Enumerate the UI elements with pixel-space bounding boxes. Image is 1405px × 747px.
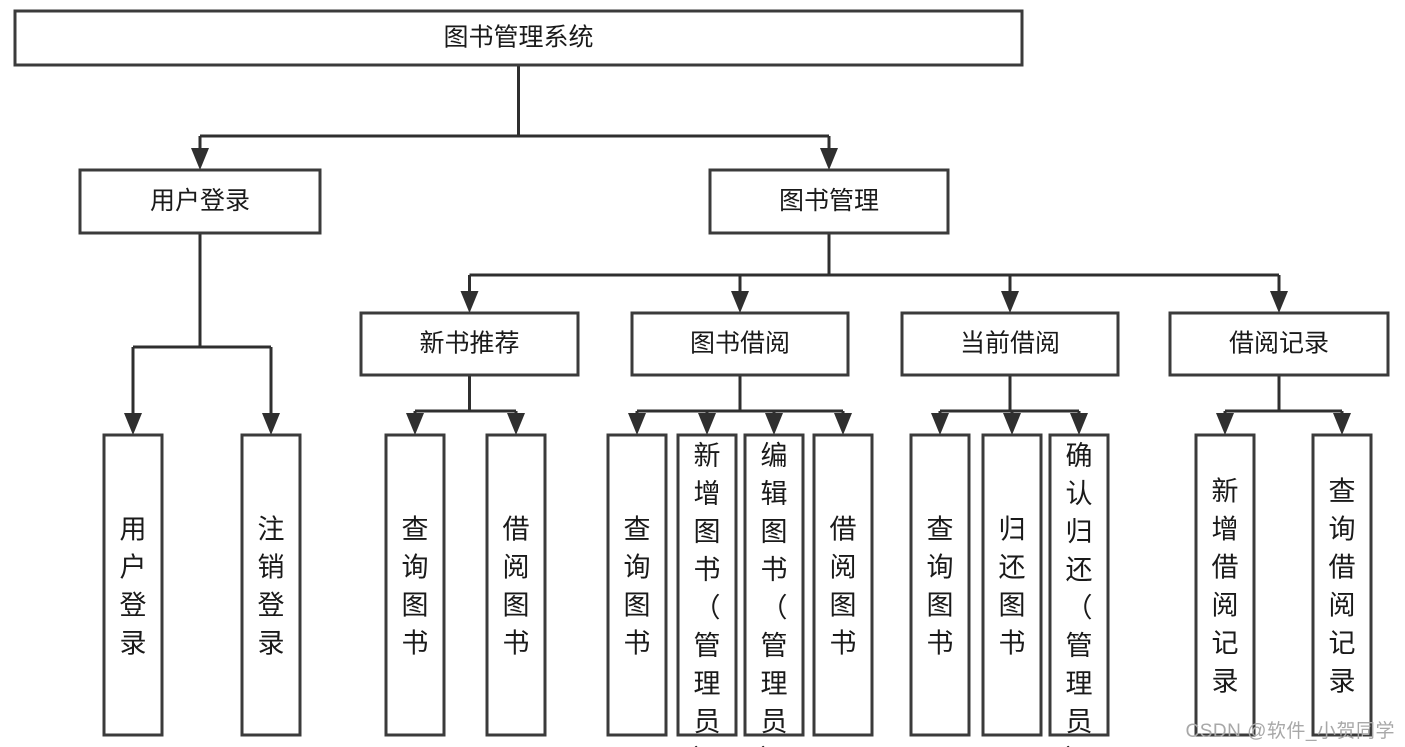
arrow-head-icon (1333, 413, 1351, 435)
node-label-leaf-add-borrow-record: 新增借阅记录 (1212, 477, 1239, 697)
arrow-head-icon (1070, 413, 1088, 435)
node-label-leaf-add-book-admin: 新增图书（管理员） (694, 441, 721, 747)
node-new-book-recommend[interactable]: 新书推荐 (359, 311, 580, 377)
node-label-leaf-edit-book-admin: 编辑图书（管理员） (761, 441, 788, 747)
node-label-current-borrow: 当前借阅 (960, 330, 1060, 358)
arrow-head-icon (262, 413, 280, 435)
node-box-user-login (78, 168, 322, 235)
node-box-new-book-recommend (359, 311, 580, 377)
node-box-leaf-add-borrow-record (1194, 433, 1256, 737)
node-leaf-query-book-3[interactable]: 查询图书 (909, 433, 971, 737)
node-box-current-borrow (900, 311, 1120, 377)
node-root[interactable]: 图书管理系统 (13, 9, 1024, 67)
node-label-leaf-logout-login: 注销登录 (258, 515, 285, 659)
arrow-head-icon (1001, 291, 1019, 313)
node-label-user-login: 用户登录 (150, 187, 250, 215)
node-box-borrow-record (1168, 311, 1390, 377)
node-box-leaf-logout-login (240, 433, 302, 737)
node-book-borrow[interactable]: 图书借阅 (630, 311, 850, 377)
node-box-leaf-confirm-return-admin (1048, 433, 1110, 737)
node-label-root: 图书管理系统 (443, 24, 593, 52)
arrow-head-icon (931, 413, 949, 435)
node-leaf-user-login[interactable]: 用户登录 (102, 433, 164, 737)
node-label-leaf-return-book: 归还图书 (999, 515, 1026, 659)
arrow-head-icon (731, 291, 749, 313)
arrow-head-icon (834, 413, 852, 435)
node-leaf-query-borrow-record[interactable]: 查询借阅记录 (1311, 433, 1373, 737)
node-box-leaf-query-borrow-record (1311, 433, 1373, 737)
arrow-head-icon (507, 413, 525, 435)
arrow-head-icon (1003, 413, 1021, 435)
arrow-head-icon (406, 413, 424, 435)
node-user-login[interactable]: 用户登录 (78, 168, 322, 235)
node-layer: 图书管理系统用户登录图书管理新书推荐图书借阅当前借阅借阅记录用户登录注销登录查询… (13, 9, 1390, 747)
node-label-book-manage: 图书管理 (779, 187, 879, 215)
connector-layer (124, 65, 1351, 435)
node-leaf-borrow-book-1[interactable]: 借阅图书 (485, 433, 547, 737)
node-label-leaf-query-borrow-record: 查询借阅记录 (1329, 477, 1356, 697)
node-box-leaf-edit-book-admin (743, 433, 805, 737)
node-label-leaf-query-book-3: 查询图书 (927, 515, 954, 659)
node-label-leaf-borrow-book-1: 借阅图书 (503, 515, 530, 659)
arrow-head-icon (765, 413, 783, 435)
node-label-borrow-record: 借阅记录 (1229, 330, 1329, 358)
node-box-leaf-query-book-3 (909, 433, 971, 737)
node-label-book-borrow: 图书借阅 (690, 330, 790, 358)
arrow-head-icon (124, 413, 142, 435)
node-box-leaf-borrow-book-2 (812, 433, 874, 737)
node-label-leaf-borrow-book-2: 借阅图书 (830, 515, 857, 659)
node-box-book-manage (708, 168, 950, 235)
node-leaf-query-book-1[interactable]: 查询图书 (384, 433, 446, 737)
arrow-head-icon (820, 148, 838, 170)
node-leaf-edit-book-admin[interactable]: 编辑图书（管理员） (743, 433, 805, 747)
node-leaf-query-book-2[interactable]: 查询图书 (606, 433, 668, 737)
node-leaf-add-book-admin[interactable]: 新增图书（管理员） (676, 433, 738, 747)
node-leaf-add-borrow-record[interactable]: 新增借阅记录 (1194, 433, 1256, 737)
node-label-leaf-user-login: 用户登录 (120, 515, 147, 659)
node-leaf-confirm-return-admin[interactable]: 确认归还（管理员） (1048, 433, 1110, 747)
node-box-leaf-user-login (102, 433, 164, 737)
arrow-head-icon (628, 413, 646, 435)
node-label-leaf-confirm-return-admin: 确认归还（管理员） (1066, 441, 1093, 747)
node-box-root (13, 9, 1024, 67)
node-borrow-record[interactable]: 借阅记录 (1168, 311, 1390, 377)
csdn-watermark: CSDN @软件_小贺同学 (1185, 721, 1395, 742)
node-leaf-return-book[interactable]: 归还图书 (981, 433, 1043, 737)
arrow-head-icon (191, 148, 209, 170)
node-label-leaf-query-book-1: 查询图书 (402, 515, 429, 659)
node-label-leaf-query-book-2: 查询图书 (624, 515, 651, 659)
arrow-head-icon (1216, 413, 1234, 435)
node-box-leaf-query-book-2 (606, 433, 668, 737)
node-label-new-book-recommend: 新书推荐 (419, 330, 519, 358)
node-box-leaf-query-book-1 (384, 433, 446, 737)
node-box-leaf-return-book (981, 433, 1043, 737)
node-box-book-borrow (630, 311, 850, 377)
node-current-borrow[interactable]: 当前借阅 (900, 311, 1120, 377)
arrow-head-icon (1270, 291, 1288, 313)
node-leaf-logout-login[interactable]: 注销登录 (240, 433, 302, 737)
arrow-head-icon (460, 291, 479, 313)
node-book-manage[interactable]: 图书管理 (708, 168, 950, 235)
node-box-leaf-add-book-admin (676, 433, 738, 737)
node-box-leaf-borrow-book-1 (485, 433, 547, 737)
arrow-head-icon (698, 413, 716, 435)
node-leaf-borrow-book-2[interactable]: 借阅图书 (812, 433, 874, 737)
